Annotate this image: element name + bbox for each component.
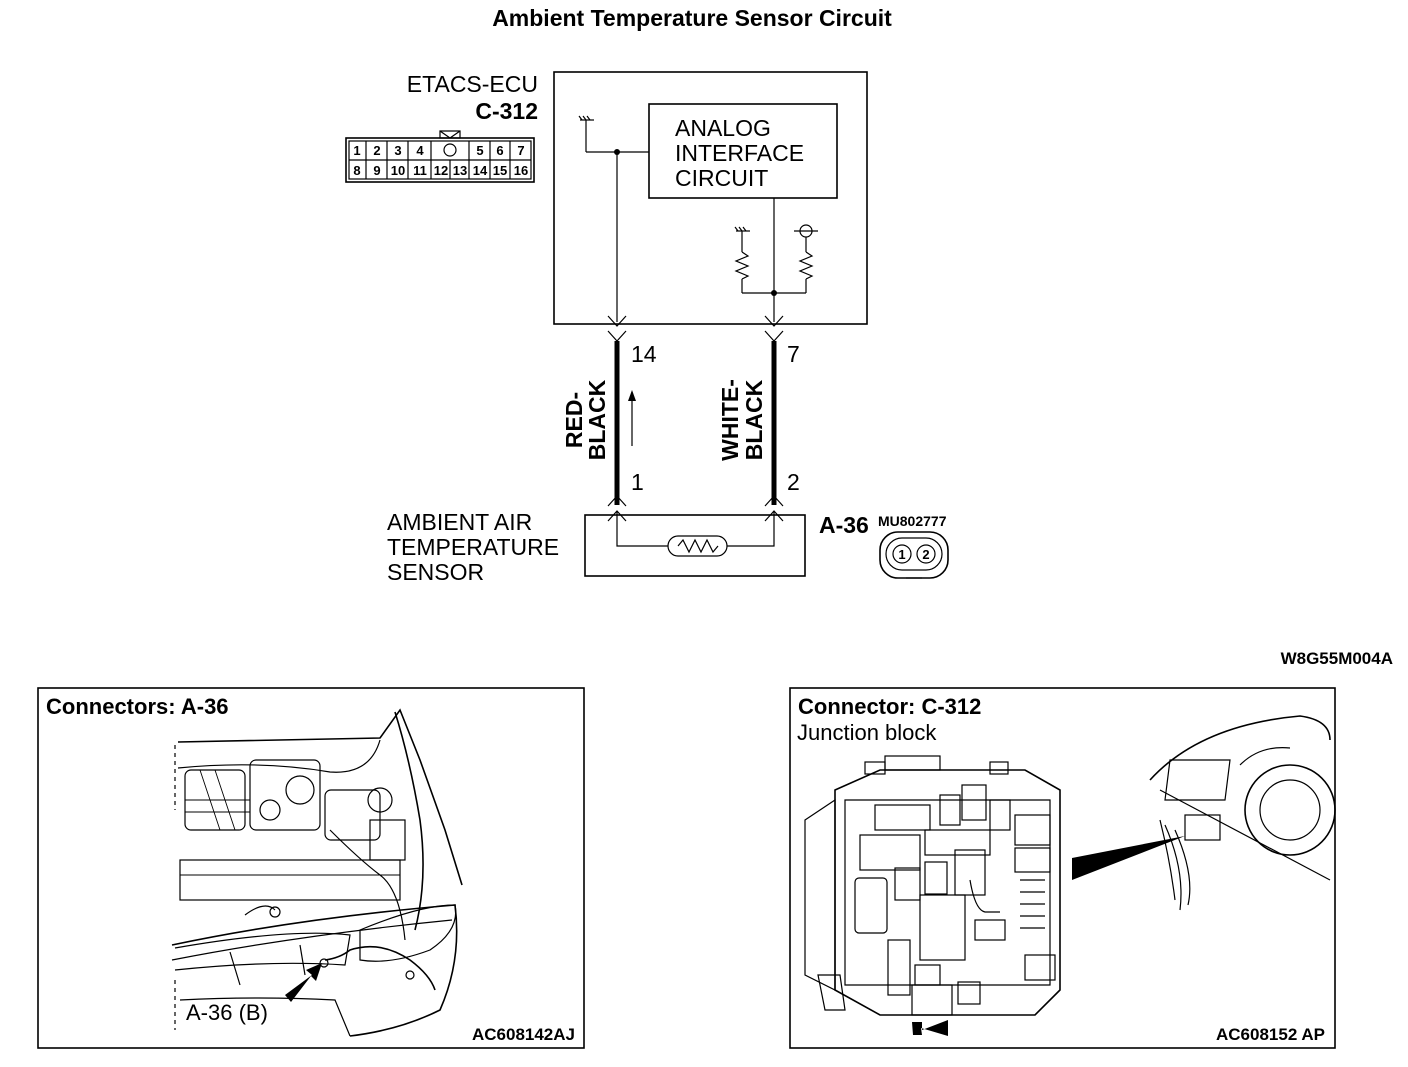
figure-code: W8G55M004A — [1281, 649, 1393, 668]
ecu-connector-id: C-312 — [475, 98, 538, 124]
location-wedge-icon — [1072, 836, 1185, 880]
location-pointer-arrow-icon — [285, 963, 322, 1002]
a36-connector-face: 1 2 — [879, 531, 949, 579]
ecu-box — [553, 71, 868, 325]
diagram-title: Ambient Temperature Sensor Circuit — [492, 5, 892, 31]
dashboard-inset-illustration — [1149, 715, 1336, 911]
c312-pin: 3 — [394, 143, 401, 158]
c312-pin: 15 — [493, 163, 507, 178]
c312-pin: 2 — [373, 143, 380, 158]
illustration-code: AC608142AJ — [472, 1025, 575, 1044]
engine-bay-illustration — [171, 708, 463, 1037]
pulldown-resistor-icon — [798, 251, 814, 293]
signal-direction-arrow-icon — [628, 390, 636, 446]
c312-connector-face: 1 2 3 4 5 6 7 8 9 10 11 12 13 14 15 16 — [345, 130, 535, 183]
interface-label: CIRCUIT — [675, 165, 768, 191]
wire-color-label: BLACK — [584, 379, 610, 460]
sensor-name: SENSOR — [387, 559, 484, 585]
interface-label: INTERFACE — [675, 140, 804, 166]
wire-color-label: WHITE- — [717, 379, 743, 461]
junction-dot — [771, 290, 777, 296]
junction-block-illustration — [804, 755, 1061, 1016]
a36-pin: 2 — [922, 547, 929, 562]
c312-pin: 11 — [413, 163, 427, 178]
thermistor-icon — [667, 535, 728, 557]
panel-title: Connectors: A-36 — [46, 694, 229, 719]
sensor-name: AMBIENT AIR — [387, 509, 532, 535]
sensor-pin-number: 2 — [787, 469, 800, 495]
c312-pin: 12 — [434, 163, 448, 178]
c312-pin: 13 — [453, 163, 467, 178]
c312-pin: 16 — [514, 163, 528, 178]
pullup-resistor-icon — [734, 231, 750, 293]
interface-label: ANALOG — [675, 115, 771, 141]
ground-symbol-icon — [734, 226, 750, 232]
c312-pin: 5 — [476, 143, 483, 158]
sensor-name: TEMPERATURE — [387, 534, 559, 560]
panel-subtitle: Junction block — [797, 720, 937, 745]
c312-pin: 10 — [391, 163, 405, 178]
c312-pin: 14 — [473, 163, 488, 178]
ecu-pin-number: 7 — [787, 341, 800, 367]
a36-pin: 1 — [898, 547, 905, 562]
c312-pin: 6 — [496, 143, 503, 158]
wire-color-label: RED- — [561, 392, 587, 448]
location-pointer-arrow-icon — [912, 1020, 948, 1036]
ecu-pin-number: 14 — [631, 341, 657, 367]
c312-pin: 1 — [353, 143, 360, 158]
c312-pin: 4 — [416, 143, 424, 158]
illustration-code: AC608152 AP — [1216, 1025, 1325, 1044]
c312-pin: 9 — [373, 163, 380, 178]
panel-c312-location — [789, 687, 1336, 1049]
c312-pin: 8 — [353, 163, 360, 178]
c312-pin: 7 — [517, 143, 524, 158]
power-supply-symbol-icon — [794, 224, 818, 252]
ecu-name: ETACS-ECU — [407, 71, 538, 97]
sensor-connector-id: A-36 — [819, 512, 869, 538]
sensor-box — [584, 514, 806, 577]
panel-title: Connector: C-312 — [798, 694, 981, 719]
ground-symbol-icon — [578, 115, 594, 152]
location-callout: A-36 (B) — [186, 1000, 268, 1025]
analog-interface-box — [648, 103, 838, 199]
sensor-pin-number: 1 — [631, 469, 644, 495]
sensor-part-number: MU802777 — [878, 513, 947, 529]
panel-a36-location — [37, 687, 585, 1049]
wire-color-label: BLACK — [741, 379, 767, 460]
connector-key-icon — [443, 143, 457, 157]
